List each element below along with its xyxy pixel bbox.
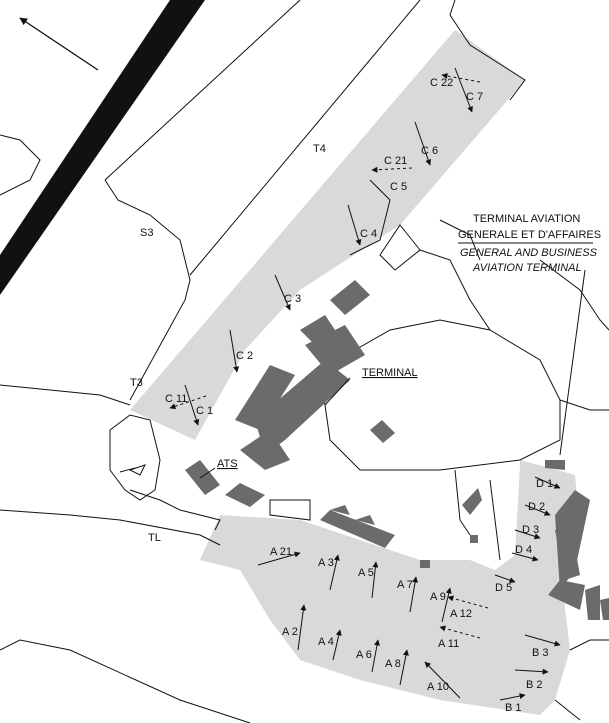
runway [0, 0, 205, 295]
stand-label-a21: A 21 [270, 546, 292, 558]
ga-terminal-label-en-1: GENERAL AND BUSINESS [460, 247, 598, 259]
stand-arrows [184, 67, 561, 701]
stand-label-a8: A 8 [385, 658, 401, 670]
taxiway-label-t4: T4 [313, 143, 326, 155]
stand-label-d1: D 1 [536, 478, 553, 490]
ats-leader [199, 467, 216, 479]
stand-label-a3: A 3 [318, 557, 334, 569]
stand-label-a10: A 10 [427, 681, 449, 693]
stand-label-b1: B 1 [505, 702, 522, 714]
stand-label-b3: B 3 [532, 647, 549, 659]
terminal-buildings [185, 280, 609, 620]
stand-label-a12: A 12 [450, 608, 472, 620]
taxiway-label-s3: S3 [140, 227, 153, 239]
stand-label-c2: C 2 [236, 350, 253, 362]
windsock-icon [119, 464, 146, 476]
stand-label-a6: A 6 [356, 649, 372, 661]
ats-label: ATS [217, 458, 238, 470]
apron-c [130, 30, 525, 440]
stand-label-c1: C 1 [196, 405, 213, 417]
stand-label-c22: C 22 [430, 77, 453, 89]
north-arrow-icon [19, 17, 99, 71]
ga-terminal-label-fr-2: GENERALE ET D'AFFAIRES [458, 229, 601, 241]
stand-label-c4: C 4 [360, 228, 377, 240]
stand-label-d3: D 3 [522, 524, 539, 536]
stand-label-b2: B 2 [526, 679, 543, 691]
stand-label-a9: A 9 [430, 591, 446, 603]
stand-label-d5: D 5 [495, 582, 512, 594]
taxiway-label-tl: TL [148, 532, 161, 544]
stand-label-c5: C 5 [390, 181, 407, 193]
apron-a [200, 465, 570, 715]
terminal-leader [324, 377, 351, 406]
stand-label-a2: A 2 [282, 626, 298, 638]
stand-label-a4: A 4 [318, 636, 334, 648]
stand-label-c21: C 21 [384, 155, 407, 167]
ga-terminal-leader [559, 269, 586, 456]
stand-label-a5: A 5 [358, 567, 374, 579]
stand-label-c3: C 3 [284, 293, 301, 305]
ga-terminal-label-en-2: AVIATION TERMINAL [472, 262, 582, 274]
stand-label-d2: D 2 [528, 501, 545, 513]
stand-label-a7: A 7 [397, 579, 413, 591]
stand-label-c7: C 7 [466, 91, 483, 103]
stand-label-c11: C 11 [165, 393, 187, 405]
stand-arrows-dashed [169, 73, 489, 639]
stand-label-a11: A 11 [438, 638, 459, 650]
terminal-label: TERMINAL [362, 367, 418, 379]
ga-terminal-label-fr-1: TERMINAL AVIATION [473, 213, 580, 225]
taxiway-label-t3: T3 [130, 377, 143, 389]
stand-label-d4: D 4 [515, 544, 532, 556]
stand-label-c6: C 6 [421, 145, 438, 157]
